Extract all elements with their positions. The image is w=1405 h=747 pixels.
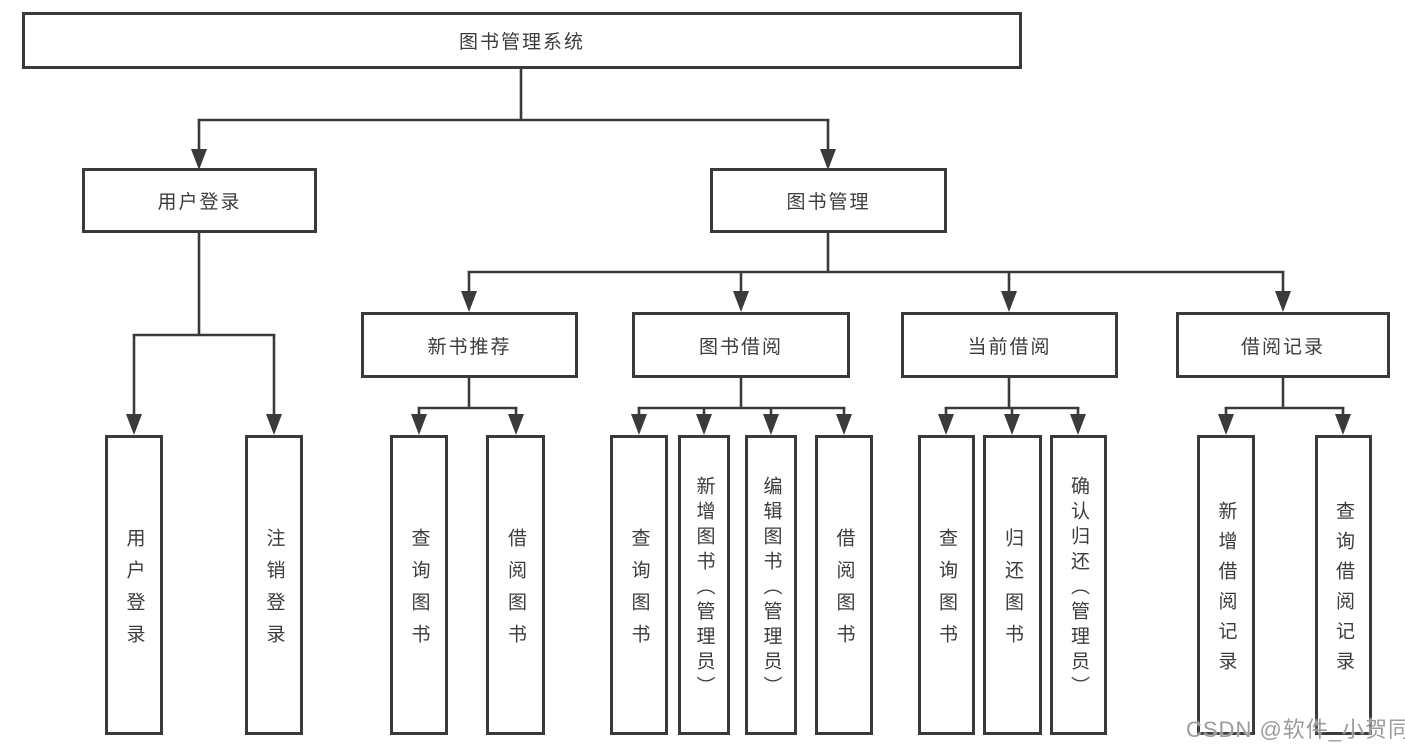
leaf-edit-book: 编辑图书（管理员） bbox=[745, 435, 797, 735]
node-new-book-rec-label: 新书推荐 bbox=[427, 336, 512, 358]
arrowhead bbox=[1275, 291, 1291, 312]
node-borrow-records: 借阅记录 bbox=[1176, 312, 1390, 378]
leaf-logout: 注销登录 bbox=[245, 435, 303, 735]
leaf-edit-book-label: 编辑图书（管理员） bbox=[760, 475, 782, 701]
arrowhead bbox=[836, 414, 852, 435]
arrowhead bbox=[508, 414, 524, 435]
leaf-query-record: 查询借阅记录 bbox=[1315, 435, 1372, 735]
arrowhead bbox=[631, 414, 647, 435]
leaf-add-book: 新增图书（管理员） bbox=[678, 435, 730, 735]
arrowhead bbox=[696, 414, 712, 435]
node-user-login: 用户登录 bbox=[82, 168, 317, 233]
arrowhead bbox=[1070, 414, 1086, 435]
arrowheads bbox=[126, 149, 1351, 435]
arrowhead bbox=[411, 414, 427, 435]
leaf-borrow-book-2-label: 借阅图书 bbox=[833, 527, 855, 656]
arrowhead bbox=[1004, 414, 1020, 435]
leaf-query-book-1: 查询图书 bbox=[390, 435, 448, 735]
watermark: CSDN @软件_小贺同学 bbox=[1186, 717, 1405, 742]
leaf-query-record-label: 查询借阅记录 bbox=[1333, 500, 1354, 681]
leaf-add-record: 新增借阅记录 bbox=[1197, 435, 1255, 735]
node-book-mgmt-label: 图书管理 bbox=[786, 192, 871, 213]
leaf-borrow-book-1-label: 借阅图书 bbox=[505, 527, 526, 656]
node-root: 图书管理系统 bbox=[22, 12, 1022, 69]
arrowhead bbox=[126, 414, 142, 435]
node-current-borrow: 当前借阅 bbox=[901, 312, 1118, 378]
arrowhead bbox=[1218, 414, 1234, 435]
leaf-user-login: 用户登录 bbox=[105, 435, 163, 735]
arrowhead bbox=[1001, 291, 1017, 312]
node-book-borrow-label: 图书借阅 bbox=[698, 336, 783, 358]
leaf-query-book-2: 查询图书 bbox=[610, 435, 668, 735]
node-root-label: 图书管理系统 bbox=[458, 32, 585, 53]
leaf-return-book-label: 归还图书 bbox=[1002, 527, 1023, 656]
node-new-book-rec: 新书推荐 bbox=[361, 312, 578, 378]
leaf-user-login-label: 用户登录 bbox=[123, 527, 145, 656]
node-book-borrow: 图书借阅 bbox=[632, 312, 850, 378]
arrowhead bbox=[461, 291, 477, 312]
node-user-login-label: 用户登录 bbox=[157, 192, 242, 213]
arrowhead bbox=[266, 414, 282, 435]
leaf-query-book-1-label: 查询图书 bbox=[408, 527, 430, 656]
node-current-borrow-label: 当前借阅 bbox=[967, 336, 1052, 358]
leaf-query-book-3: 查询图书 bbox=[918, 435, 975, 735]
leaf-logout-label: 注销登录 bbox=[263, 527, 285, 656]
leaf-confirm-return-label: 确认归还（管理员） bbox=[1068, 475, 1089, 701]
arrowhead bbox=[938, 414, 954, 435]
arrowhead bbox=[191, 149, 207, 170]
leaf-confirm-return: 确认归还（管理员） bbox=[1050, 435, 1107, 735]
leaf-borrow-book-2: 借阅图书 bbox=[815, 435, 873, 735]
leaf-add-record-label: 新增借阅记录 bbox=[1215, 500, 1237, 681]
arrowhead bbox=[820, 149, 836, 170]
leaf-query-book-3-label: 查询图书 bbox=[936, 527, 957, 656]
leaf-add-book-label: 新增图书（管理员） bbox=[693, 475, 715, 701]
leaf-query-book-2-label: 查询图书 bbox=[628, 527, 650, 656]
arrowhead bbox=[763, 414, 779, 435]
node-book-mgmt: 图书管理 bbox=[710, 168, 947, 233]
leaf-return-book: 归还图书 bbox=[983, 435, 1042, 735]
arrowhead bbox=[733, 291, 749, 312]
arrowhead bbox=[1335, 414, 1351, 435]
node-borrow-records-label: 借阅记录 bbox=[1240, 336, 1325, 358]
leaf-borrow-book-1: 借阅图书 bbox=[486, 435, 545, 735]
